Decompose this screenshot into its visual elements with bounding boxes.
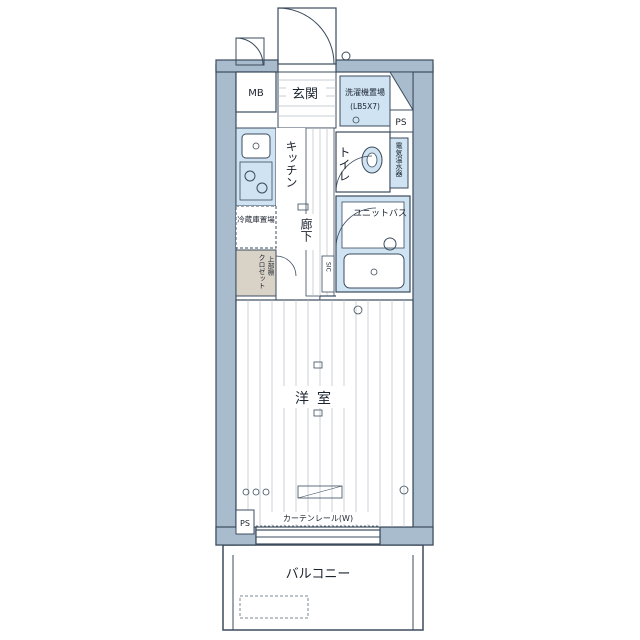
balcony-label: バルコニー [286,567,351,582]
toilet-room: トイレ [335,131,391,193]
sic-label: SIC [325,262,332,272]
outer-walls [215,59,434,546]
closet-label: クロゼット [258,254,266,289]
ps-bottom-box: PS [235,509,255,535]
shoe-box: SIC [321,255,335,293]
kitchen-counter [235,127,277,207]
entrance-room: 玄関 [277,71,337,129]
closet-shelf-label: 上部棚 [266,255,274,277]
fridge-label: 冷蔵庫置場 [237,214,275,224]
kitchen-label: キッチン [284,140,298,188]
western-room-label: 洋室 [295,390,339,407]
unit-bath-label: ユニットバス [353,208,407,219]
balcony-area [222,544,424,631]
ps-top-box: PS [389,109,414,133]
mb-label: MB [248,88,264,99]
unit-bath: ユニットバス [335,195,411,293]
water-heater: 電気温水器 [389,137,409,189]
heater-label: 電気温水器 [395,142,403,178]
toilet-label: トイレ [337,146,351,182]
washer-label: 洗濯機置場 [345,87,385,97]
entrance-label: 玄関 [292,87,318,102]
closet: クロゼット 上部棚 [235,249,297,297]
washer-space: 洗濯機置場 (LB5X7) [339,75,391,127]
corridor-label: 廊下 [299,217,313,242]
mb-box: MB [235,71,277,113]
kitchen-room: キッチン [276,128,306,206]
washer-dim-label: (LB5X7) [350,102,380,111]
ps-top-label: PS [395,118,406,128]
curtain-rail-label: カーテンレール(W) [283,514,353,523]
western-room: 洋室 カーテンレール(W) [235,299,414,528]
flooring-lines [247,300,405,527]
fridge-space: 冷蔵庫置場 [235,205,277,249]
entrance-doors [235,7,351,66]
ps-bottom-label: PS [240,519,250,528]
